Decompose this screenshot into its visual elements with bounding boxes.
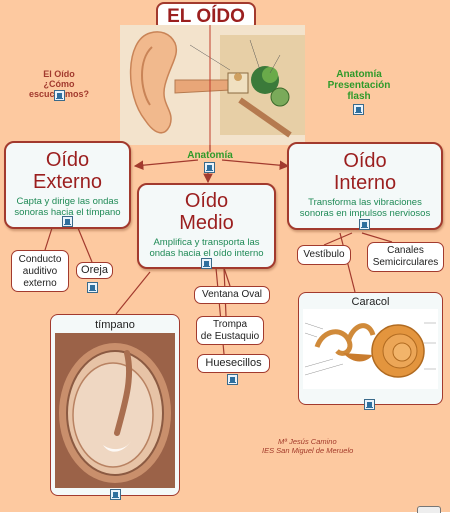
line-vestibulo xyxy=(323,232,353,246)
anatomia-icon[interactable] xyxy=(204,162,215,173)
anatomia-label: Anatomía xyxy=(187,150,233,161)
right-link-line2: Presentación xyxy=(327,80,391,91)
arrow-to-interno xyxy=(221,159,290,171)
canales-line2: Semicirculares xyxy=(372,257,439,268)
externo-title-2: Externo xyxy=(33,171,102,193)
conducto-line3: externo xyxy=(23,278,57,289)
left-link-line1: El Oído xyxy=(43,69,75,79)
interno-title-2: Interno xyxy=(333,172,397,194)
canales-line1: Canales xyxy=(387,245,424,256)
node-vestibulo[interactable]: Vestíbulo xyxy=(297,245,351,265)
trompa-line1: Trompa xyxy=(212,319,248,330)
ventana-label: Ventana Oval xyxy=(201,289,263,300)
page-title: EL OÍDO xyxy=(167,6,245,27)
right-link[interactable]: Anatomía Presentación flash xyxy=(318,69,400,102)
ear-anatomy-illustration xyxy=(120,25,305,145)
interno-title-1: Oído xyxy=(343,150,387,172)
medio-description: Amplifica y transporta las ondas hacia e… xyxy=(149,237,264,259)
line-canales xyxy=(361,232,393,243)
oreja-icon[interactable] xyxy=(87,282,98,293)
node-ventana-oval[interactable]: Ventana Oval xyxy=(194,286,270,304)
medio-title-1: Oído xyxy=(184,190,229,212)
line-timpano xyxy=(115,271,151,315)
conducto-line1: Conducto xyxy=(18,254,62,265)
cochlea-illustration xyxy=(303,309,438,389)
trompa-line2: de Eustaquio xyxy=(200,331,260,342)
conducto-line2: auditivo xyxy=(22,266,58,277)
interno-icon[interactable] xyxy=(359,219,370,230)
line-oreja xyxy=(77,227,93,263)
corner-control xyxy=(417,506,441,513)
interno-description: Transforma las vibraciones sonoras en im… xyxy=(299,197,431,219)
node-conducto-auditivo[interactable]: Conducto auditivo externo xyxy=(11,250,69,292)
oreja-label: Oreja xyxy=(81,264,108,276)
node-canales-semicirculares[interactable]: Canales Semicirculares xyxy=(367,242,444,272)
vestibulo-label: Vestíbulo xyxy=(303,249,345,260)
timpano-box[interactable]: tímpano xyxy=(50,314,180,496)
arrow-to-externo xyxy=(133,159,199,170)
left-link-icon[interactable] xyxy=(54,90,65,101)
caracol-icon[interactable] xyxy=(364,399,375,410)
medio-icon[interactable] xyxy=(201,258,212,269)
node-oreja[interactable]: Oreja xyxy=(76,262,113,279)
line-ventana xyxy=(223,267,231,287)
line-conducto xyxy=(44,227,53,251)
node-trompa-eustaquio[interactable]: Trompa de Eustaquio xyxy=(196,316,264,345)
externo-icon[interactable] xyxy=(62,216,73,227)
right-link-icon[interactable] xyxy=(353,104,364,115)
externo-description: Capta y dirige las ondas sonoras hacia e… xyxy=(14,196,121,218)
node-oido-interno[interactable]: Oído Interno Transforma las vibraciones … xyxy=(287,142,443,230)
credit-line2: IES San Miguel de Meruelo xyxy=(262,446,354,455)
caracol-box[interactable]: Caracol xyxy=(298,292,443,405)
timpano-label: tímpano xyxy=(95,319,135,331)
node-huesecillos[interactable]: Huesecillos xyxy=(197,354,270,373)
medio-title-2: Medio xyxy=(179,212,234,234)
credit-line1: Mª Jesús Camino xyxy=(278,437,337,446)
timpano-icon[interactable] xyxy=(110,489,121,500)
ear-anatomy-image[interactable] xyxy=(120,25,305,145)
externo-title-1: Oído xyxy=(45,149,90,171)
right-link-line3: flash xyxy=(347,91,371,102)
huesecillos-icon[interactable] xyxy=(227,374,238,385)
author-credit: Mª Jesús Camino IES San Miguel de Meruel… xyxy=(262,437,382,455)
node-oido-externo[interactable]: Oído Externo Capta y dirige las ondas so… xyxy=(4,141,131,229)
node-oido-medio[interactable]: Oído Medio Amplifica y transporta las on… xyxy=(137,183,276,269)
huesecillos-label: Huesecillos xyxy=(205,357,262,369)
right-link-line1: Anatomía xyxy=(336,69,382,80)
caracol-label: Caracol xyxy=(351,296,390,308)
eardrum-illustration xyxy=(55,333,175,488)
